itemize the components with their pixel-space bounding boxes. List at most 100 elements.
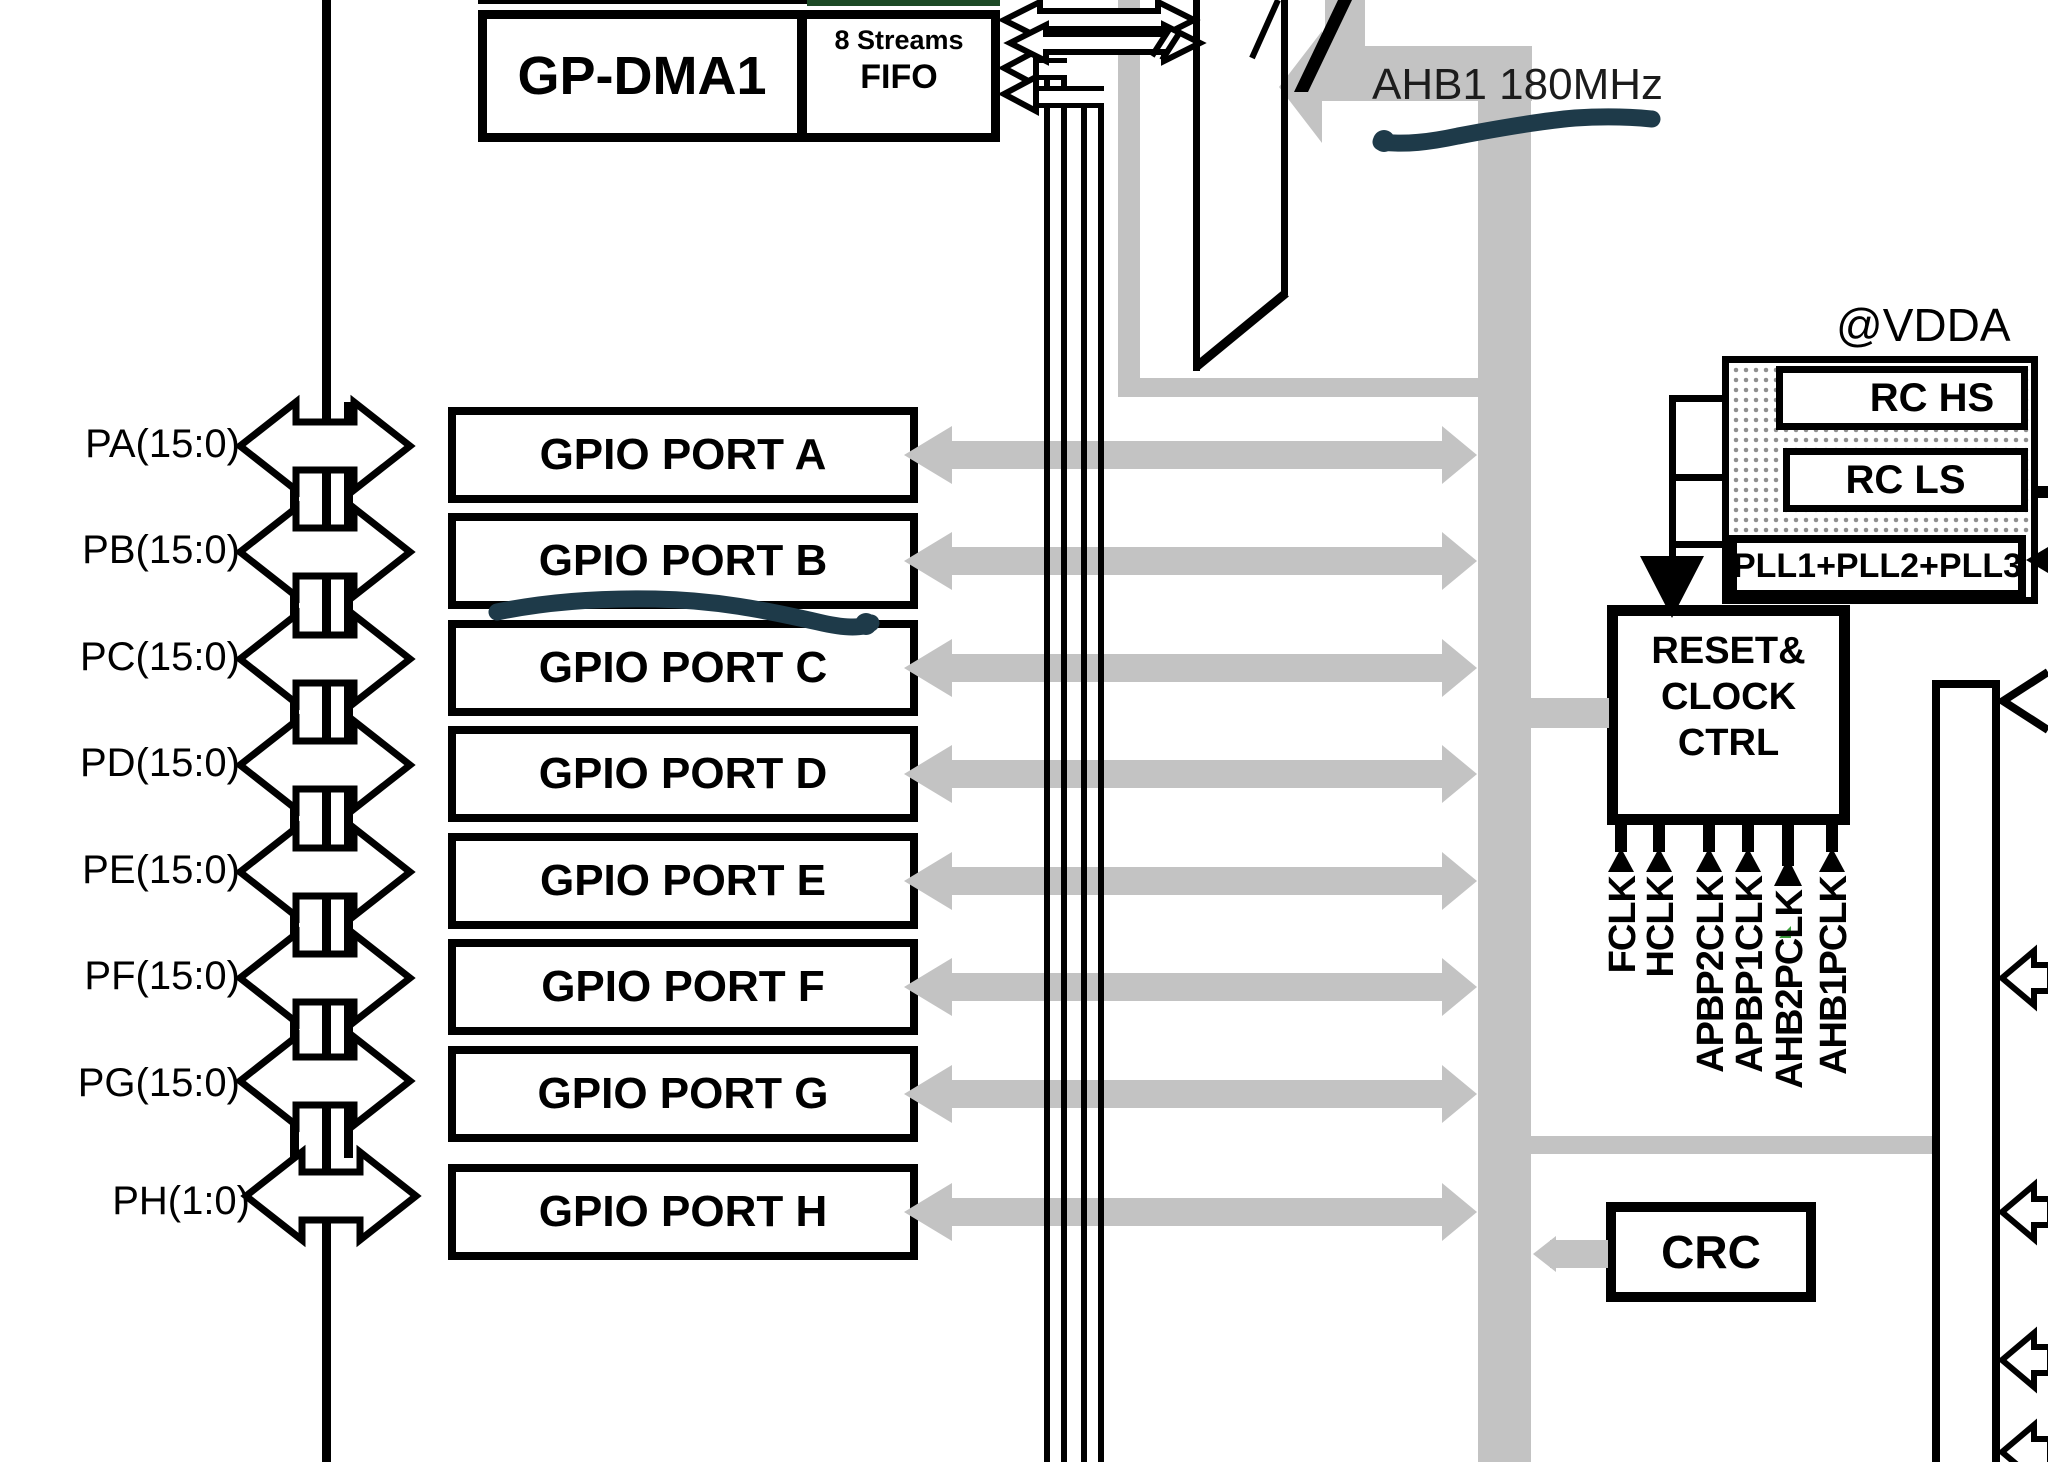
gpio-port-e-box: GPIO PORT E [448, 833, 918, 929]
dma-stream-lines [1044, 74, 1104, 1462]
ahb1-bus-arrow [1279, 31, 1532, 143]
pin-label-pc: PC(15:0) [79, 635, 240, 679]
gp-dma1-block: GP-DMA1 8 Streams FIFO [478, 10, 1000, 142]
clock-label-hclk: HCLK [1640, 876, 1682, 978]
crc-stub-arrowhead [1533, 1236, 1556, 1272]
bus-matrix-edges [1193, 0, 1288, 371]
port-io-arrow-pf [234, 926, 416, 1030]
crc-label: CRC [1661, 1226, 1761, 1278]
gpio-bus-arrow-e [904, 852, 1477, 910]
ahb1-bus-band [1478, 100, 1531, 1462]
vdda-domain-label: @VDDA [1836, 299, 2011, 351]
bus-matrix-shape [1196, 0, 1285, 368]
peripheral-in-arrows [1997, 944, 2048, 1462]
clock-tree-arrowhead [1640, 556, 1704, 618]
clock-label-apbp2clk: APBP2CLK [1690, 876, 1732, 1073]
clock-label-apbp1clk: APBP1CLK [1729, 876, 1771, 1073]
reset-clock-ctrl-box: RESET& CLOCK CTRL [1607, 605, 1850, 825]
squiggle-under-ahb1-label [1372, 108, 1661, 152]
crc-bus-stub [1550, 1240, 1608, 1268]
reset-ctrl-line1: RESET& [1651, 630, 1806, 672]
bus-matrix-bottom-edge [1193, 289, 1289, 371]
pin-label-pd: PD(15:0) [79, 741, 240, 785]
peripheral-bus-horizontal [1531, 1136, 1932, 1154]
pll-right-arrowhead [2026, 547, 2048, 573]
dma-fifo-label: FIFO [860, 58, 938, 96]
rc-ls-right-stub [2038, 486, 2048, 498]
reset-ctrl-bus-stub [1531, 698, 1609, 728]
squiggle-b-end-blob [855, 613, 877, 635]
gray-bus-bend-horizontal [1118, 378, 1480, 397]
ahb1-bus-label: AHB1 180MHz [1372, 60, 1664, 109]
gpio-port-c-box: GPIO PORT C [448, 620, 918, 716]
gpio-bus-arrow-g [904, 1065, 1477, 1123]
rc-hs-box: RC HS [1776, 366, 2028, 430]
gpio-port-c-label: GPIO PORT C [538, 643, 828, 692]
gpio-port-f-box: GPIO PORT F [448, 939, 918, 1035]
gp-dma1-label: GP-DMA1 [517, 46, 767, 106]
gpio-port-b-label: GPIO PORT B [538, 536, 828, 585]
rc-ls-box: RC LS [1783, 448, 2028, 512]
cutoff-diagonal-2 [1159, 30, 1183, 62]
port-io-arrow-pb [234, 500, 416, 604]
port-io-arrow-pe [234, 820, 416, 924]
port-io-arrow-pa [234, 394, 416, 498]
gpio-bus-arrow-f [904, 958, 1477, 1016]
cutoff-diagonal-1 [1149, 26, 1173, 58]
dma-streams-label: 8 Streams [834, 25, 964, 55]
gpio-bus-arrow-b [904, 532, 1477, 590]
rc-ls-label: RC LS [1845, 457, 1966, 502]
pin-label-pa: PA(15:0) [85, 422, 240, 466]
top-border-green-tint [807, 0, 1000, 6]
clock-tree [1640, 395, 1724, 618]
cutoff-slant-shape [1294, 0, 1352, 92]
reset-ctrl-line2: CLOCK [1660, 676, 1797, 718]
clock-label-ahb2pclk: AHB2PCLK [1769, 890, 1811, 1089]
gpio-port-d-label: GPIO PORT D [538, 749, 828, 798]
pin-label-pg: PG(15:0) [77, 1061, 240, 1105]
chip-edge-line [322, 0, 331, 1462]
rc-hs-label: RC HS [1869, 375, 1995, 420]
port-io-arrow-pc [234, 607, 416, 711]
pin-label-ph: PH(1:0) [112, 1179, 250, 1223]
gpio-port-a-label: GPIO PORT A [539, 430, 827, 479]
reset-ctrl-line3: CTRL [1677, 722, 1780, 764]
gpio-port-f-label: GPIO PORT F [541, 962, 825, 1011]
clock-output-stubs [1608, 825, 1845, 886]
clock-label-ahb1pclk: AHB1PCLK [1813, 876, 1855, 1075]
gpio-port-d-box: GPIO PORT D [448, 726, 918, 822]
pin-label-pe: PE(15:0) [82, 848, 240, 892]
clock-label-fclk: FCLK [1602, 876, 1644, 974]
pll-box: PLL1+PLL2+PLL3 [1729, 535, 2026, 598]
gpio-bus-arrow-h [904, 1183, 1477, 1241]
pll-label: PLL1+PLL2+PLL3 [1732, 547, 2023, 585]
gpio-port-h-box: GPIO PORT H [448, 1164, 918, 1260]
dma-pipe-arrows [997, 46, 1104, 116]
crc-box: CRC [1606, 1202, 1816, 1302]
port-io-arrow-ph [240, 1144, 422, 1248]
port-io-arrow-pd [234, 713, 416, 817]
gray-bus-vertical-narrow [1118, 0, 1140, 392]
port-io-arrow-pg [234, 1029, 416, 1133]
cutoff-diagonal-3 [1249, 0, 1281, 60]
pin-label-pb: PB(15:0) [82, 528, 240, 572]
port-io-arrows [234, 394, 422, 1248]
gpio-port-e-label: GPIO PORT E [539, 856, 827, 905]
gpio-port-h-label: GPIO PORT H [538, 1187, 828, 1236]
green-artifact-triangle [1779, 926, 1791, 938]
pin-label-pf: PF(15:0) [84, 954, 240, 998]
gpio-port-g-box: GPIO PORT G [448, 1046, 918, 1142]
squiggle-under-gpio-port-b [488, 590, 880, 636]
gpio-port-g-label: GPIO PORT G [537, 1069, 829, 1118]
gpio-port-a-box: GPIO PORT A [448, 407, 918, 503]
peripheral-chevron-arrow [1995, 668, 2048, 734]
gpio-bus-arrow-a [904, 426, 1477, 484]
gpio-bus-arrow-d [904, 745, 1477, 803]
gpio-bus-arrow-c [904, 639, 1477, 697]
annotation-squiggles [488, 108, 1661, 636]
dma-fifo-cell: 8 Streams FIFO [797, 19, 991, 133]
gpio-bus-arrows [904, 426, 1477, 1241]
squiggle-ahb1-start-blob [1373, 130, 1395, 152]
